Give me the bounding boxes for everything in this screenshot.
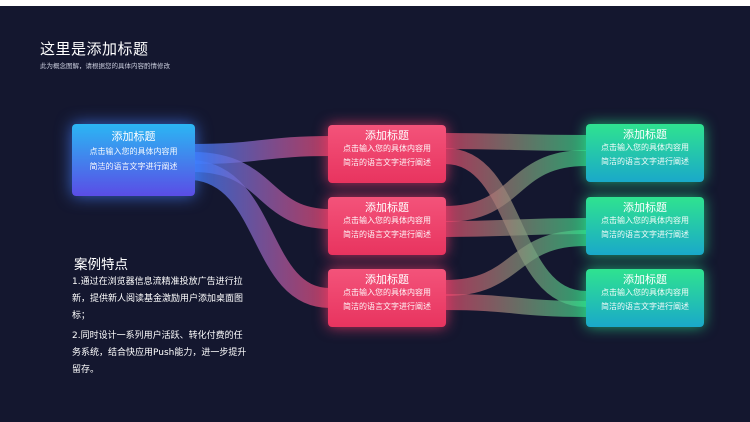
target-box-line2: 简洁的语言文字进行阐述: [601, 157, 689, 166]
middle-box-title: 添加标题: [365, 129, 409, 142]
target-box-line2: 简洁的语言文字进行阐述: [601, 230, 689, 239]
middle-box-line2: 简洁的语言文字进行阐述: [343, 158, 431, 167]
middle-box-3: 添加标题 点击输入您的具体内容用 简洁的语言文字进行阐述: [328, 269, 446, 327]
flow-middle2-to-target1: [444, 150, 587, 222]
target-box-line2: 简洁的语言文字进行阐述: [601, 302, 689, 311]
middle-box-2: 添加标题 点击输入您的具体内容用 简洁的语言文字进行阐述: [328, 197, 446, 255]
target-box-title: 添加标题: [623, 201, 667, 214]
target-box-line1: 点击输入您的具体内容用: [601, 288, 689, 297]
middle-box-line1: 点击输入您的具体内容用: [343, 144, 431, 153]
middle-box-line1: 点击输入您的具体内容用: [343, 216, 431, 225]
case-study-point-2: 2.同时设计一系列用户活跃、转化付费的任务系统，结合快应用Push能力，进一步提…: [72, 331, 247, 375]
source-box-line2: 简洁的语言文字进行阐述: [89, 162, 178, 171]
middle-box-title: 添加标题: [365, 201, 409, 214]
middle-box-title: 添加标题: [365, 273, 409, 286]
flow-source-to-middle-1: [192, 136, 331, 164]
target-box-2: 添加标题 点击输入您的具体内容用 简洁的语言文字进行阐述: [586, 197, 704, 255]
slide-canvas: 这里是添加标题 此为概念图解，请根据您的具体内容酌情修改 添加标题 点击输入您的…: [0, 6, 750, 422]
flow-source-to-middle-2: [192, 152, 331, 229]
target-box-line1: 点击输入您的具体内容用: [601, 216, 689, 225]
middle-box-line1: 点击输入您的具体内容用: [343, 288, 431, 297]
middle-box-line2: 简洁的语言文字进行阐述: [343, 230, 431, 239]
flow-middle2-to-target2: [444, 218, 587, 237]
flow-ribbons: [191, 133, 587, 317]
flow-middle1-to-target1: [444, 133, 587, 151]
case-study-point-1: 1.通过在浏览器信息流精准投放广告进行拉新，提供新人阅读基金激励用户添加桌面图标…: [72, 277, 244, 321]
target-box-title: 添加标题: [623, 273, 667, 286]
source-box-line1: 点击输入您的具体内容用: [89, 147, 178, 156]
target-box-title: 添加标题: [623, 128, 667, 141]
target-box-3: 添加标题 点击输入您的具体内容用 简洁的语言文字进行阐述: [586, 269, 704, 327]
middle-box-1: 添加标题 点击输入您的具体内容用 简洁的语言文字进行阐述: [328, 125, 446, 183]
page-subtitle: 此为概念图解，请根据您的具体内容酌情修改: [40, 62, 170, 70]
flow-middle3-to-target2: [444, 230, 587, 296]
page-title: 这里是添加标题: [40, 40, 149, 58]
middle-box-line2: 简洁的语言文字进行阐述: [343, 302, 431, 311]
target-box-1: 添加标题 点击输入您的具体内容用 简洁的语言文字进行阐述: [586, 124, 704, 182]
target-box-line1: 点击输入您的具体内容用: [601, 143, 689, 152]
flow-source-to-middle-3: [191, 160, 331, 308]
source-box: 添加标题 点击输入您的具体内容用 简洁的语言文字进行阐述: [72, 124, 195, 196]
flow-middle3-to-target3: [444, 294, 587, 317]
case-study-heading: 案例特点: [74, 257, 128, 273]
source-box-title: 添加标题: [111, 130, 156, 143]
